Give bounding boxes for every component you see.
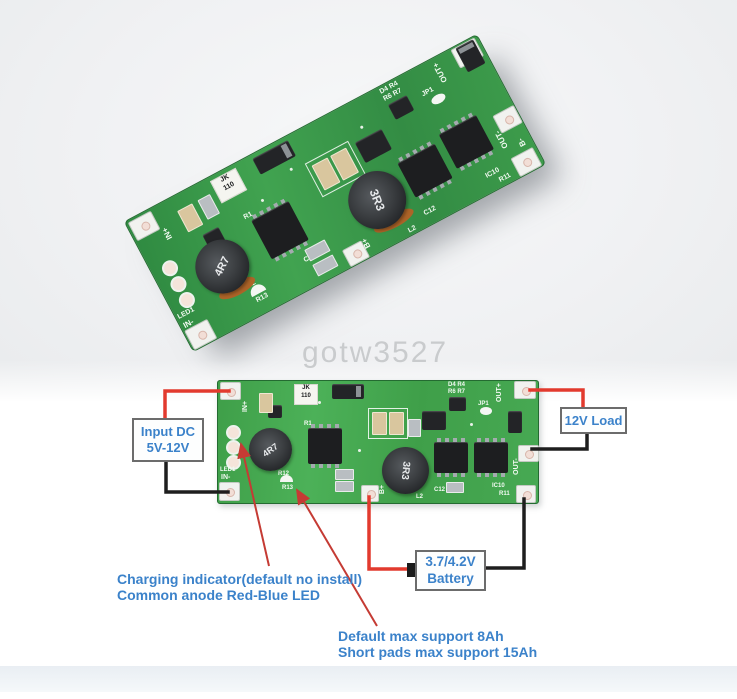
inductor-3r3-label: 3R3: [366, 187, 388, 213]
ic-charger: [397, 143, 453, 198]
input-dc-label-box: Input DC 5V-12V: [132, 418, 204, 462]
pad-out-plus: [514, 381, 536, 399]
silk-led1: LED1: [220, 467, 236, 473]
diode-d3: [422, 411, 446, 430]
charging-note-line2: Common anode Red-Blue LED: [117, 586, 321, 603]
led-hole: [226, 440, 241, 455]
silk-r11: R11: [499, 491, 510, 497]
silk-out-plus: OUT+: [431, 60, 450, 85]
silk-b-plus: B+: [379, 484, 387, 495]
silk-in-plus: IN+: [242, 400, 250, 413]
diode-d3: [354, 128, 393, 164]
battery-label-box: 3.7/4.2V Battery: [415, 550, 486, 591]
ic-protection: [474, 438, 508, 477]
watermark: gotw3527: [302, 336, 449, 369]
ic-protection: [438, 114, 495, 169]
arrow-short-pads: [295, 488, 378, 627]
ic-u1: [308, 424, 342, 468]
silk-in-plus: IN+: [160, 225, 175, 242]
silk-l2: L2: [416, 494, 424, 500]
battery-line1: 3.7/4.2V: [425, 554, 476, 570]
ic-charger: [434, 438, 468, 477]
inductor-4r7-label: 4R7: [260, 440, 281, 459]
capacitor: [259, 393, 273, 413]
wire-battery-positive: [367, 495, 410, 571]
solder-jumper-short-pads: [280, 475, 293, 482]
ic-u1: [251, 200, 309, 260]
transistor: [449, 397, 466, 411]
wire-battery-negative: [481, 497, 526, 570]
pad-in-plus: [220, 382, 241, 400]
jk-line1: JK: [302, 385, 310, 391]
pad-b-plus: [361, 485, 379, 502]
capacitor: [389, 412, 404, 435]
charging-note-line1: Charging indicator(default no install): [117, 571, 362, 587]
jk-line2: 110: [301, 392, 311, 399]
input-line1: Input DC: [140, 424, 196, 440]
resistor: [335, 481, 354, 492]
inductor-4r7: 4R7: [249, 428, 292, 471]
jk110-label: JK 110: [209, 167, 248, 204]
silk-r1: R1: [304, 421, 312, 427]
silk-out-minus: OUT-: [493, 129, 510, 151]
resistor: [197, 193, 221, 220]
silk-r6-r7: R6 R7: [448, 389, 466, 395]
load-label-box: 12V Load: [560, 407, 627, 434]
silk-d4-r4: D4 R4: [448, 382, 466, 388]
silk-jp1: JP1: [478, 401, 489, 407]
inductor-4r7: 4R7: [185, 229, 259, 304]
silk-in-minus: IN-: [221, 474, 231, 481]
capacitor: [177, 203, 204, 233]
silk-l2: L2: [407, 224, 418, 235]
led-hole: [226, 425, 241, 440]
silk-r11: R11: [497, 171, 513, 184]
input-line2: 5V-12V: [146, 440, 190, 455]
inductor-4r7-label: 4R7: [212, 254, 233, 279]
silk-c12: C12: [434, 487, 446, 493]
bottom-photo-band: [0, 666, 737, 692]
pcb-diagram: IN+ LED1 IN- OUT+ OUT- B+ D4 R4 R6 R7 JP…: [217, 380, 539, 504]
inductor-3r3-label: 3R3: [399, 460, 412, 481]
charging-indicator-note: Charging indicator(default no install) C…: [117, 571, 362, 603]
silk-c12: C12: [422, 204, 438, 218]
inductor-3r3: 3R3: [382, 447, 429, 494]
load-label: 12V Load: [564, 412, 623, 428]
pad-out-minus: [518, 445, 539, 462]
silk-r13: R13: [282, 485, 294, 491]
silk-b-minus: B-: [515, 136, 528, 149]
silk-out-minus: OUT-: [512, 458, 520, 475]
resistor: [335, 469, 354, 480]
jk110-label: JK 110: [294, 384, 318, 405]
jp1-pad: [480, 407, 492, 415]
cap-outline: [368, 408, 408, 439]
battery-terminal-nub: [407, 563, 416, 577]
silk-b-plus: B+: [359, 236, 373, 251]
smd-capacitor: [508, 411, 522, 433]
capacitor: [372, 412, 387, 435]
support-note-line2: Short pads max support 15Ah: [338, 643, 538, 660]
support-note-line1: Default max support 8Ah: [338, 628, 504, 644]
pad-in-minus: [219, 482, 240, 501]
resistor: [446, 482, 464, 493]
silk-out-plus: OUT+: [495, 383, 503, 402]
silk-ic10: IC10: [492, 483, 505, 489]
battery-line2: Battery: [427, 570, 474, 586]
silk-r12: R12: [278, 471, 290, 477]
resistor: [408, 419, 421, 437]
pad-b-minus: [516, 485, 536, 503]
battery-support-note: Default max support 8Ah Short pads max s…: [338, 628, 538, 660]
diode-d1: [332, 384, 364, 399]
